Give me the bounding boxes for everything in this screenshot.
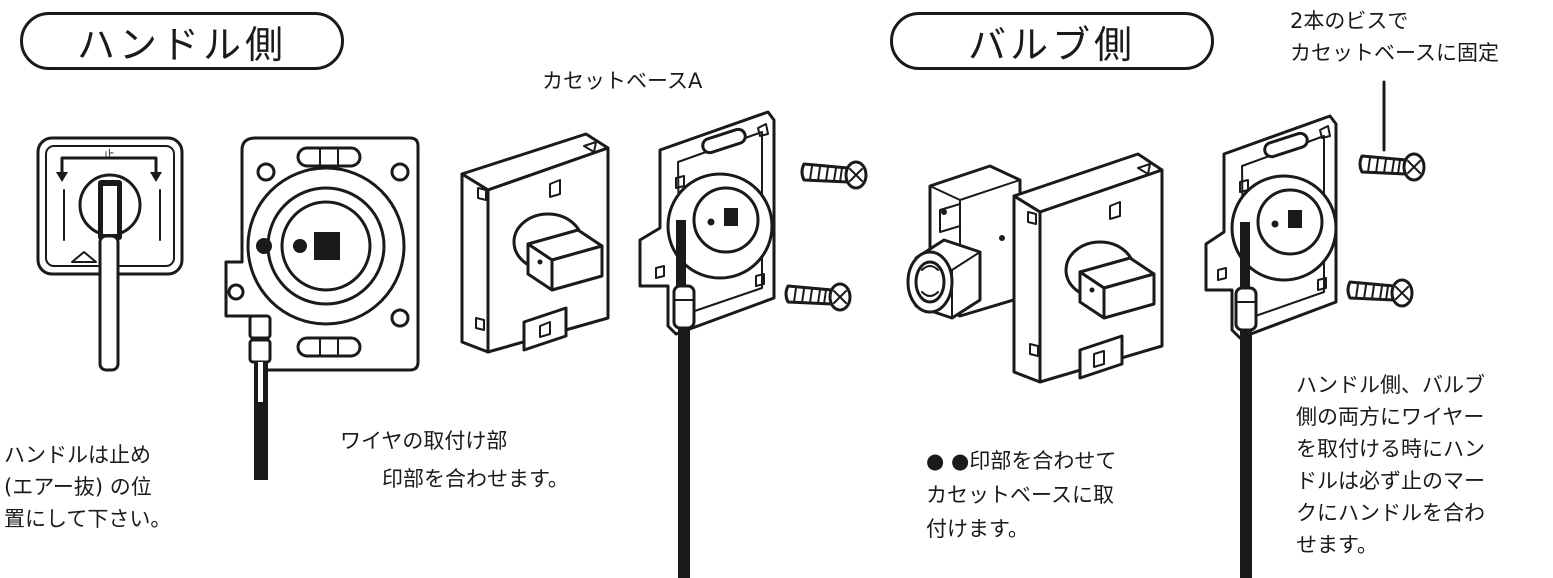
label-screw-note-line2: カセットベースに固定 <box>1290 41 1499 65</box>
label-screw-note-line1: 2本のビスで <box>1290 9 1409 33</box>
caption-line: 印部を合わせます。 <box>340 467 569 491</box>
caption-line: ● ●印部を合わせて <box>926 449 1117 473</box>
caption-line: ハンドル側、バルブ <box>1296 373 1485 397</box>
screw-icon <box>1358 152 1426 182</box>
wire-mount-plate-illustration <box>224 136 420 480</box>
caption-line: カセットベースに取 <box>926 483 1114 507</box>
caption-line: ドルは必ず止のマー <box>1296 469 1485 493</box>
heading-valve-side: バルブ側 <box>890 12 1214 70</box>
caption-line: を取付ける時にハン <box>1296 437 1485 461</box>
caption-line: (エアー抜) の位 <box>4 475 152 499</box>
caption-line: 側の両方にワイヤー <box>1296 405 1485 429</box>
cassette-base-a-illustration <box>460 132 610 354</box>
label-cassette-base-a: カセットベースA <box>542 69 703 93</box>
valve-assembly-illustration <box>906 152 1164 384</box>
heading-valve-side-text: バルブ側 <box>967 22 1136 67</box>
caption-line: 置にして下さい。 <box>4 507 172 531</box>
handle-panel-stop-mark: 止 <box>104 148 115 161</box>
screw-icon <box>784 282 852 312</box>
caption-line: 付けます。 <box>926 517 1029 541</box>
caption-line: せます。 <box>1296 533 1378 557</box>
heading-handle-side: ハンドル側 <box>20 12 344 70</box>
screw-icon <box>1346 278 1414 308</box>
heading-handle-side-text: ハンドル側 <box>76 22 287 67</box>
wire-assembly-handle-illustration <box>638 110 776 578</box>
screw-icon <box>800 160 868 190</box>
wire-assembly-valve-illustration <box>1204 114 1338 578</box>
caption-line: ハンドルは止め <box>4 443 151 467</box>
caption-line: ワイヤの取付け部 <box>340 429 508 453</box>
caption-line: クにハンドルを合わ <box>1296 501 1485 525</box>
handle-panel-illustration: 止 <box>36 136 184 372</box>
